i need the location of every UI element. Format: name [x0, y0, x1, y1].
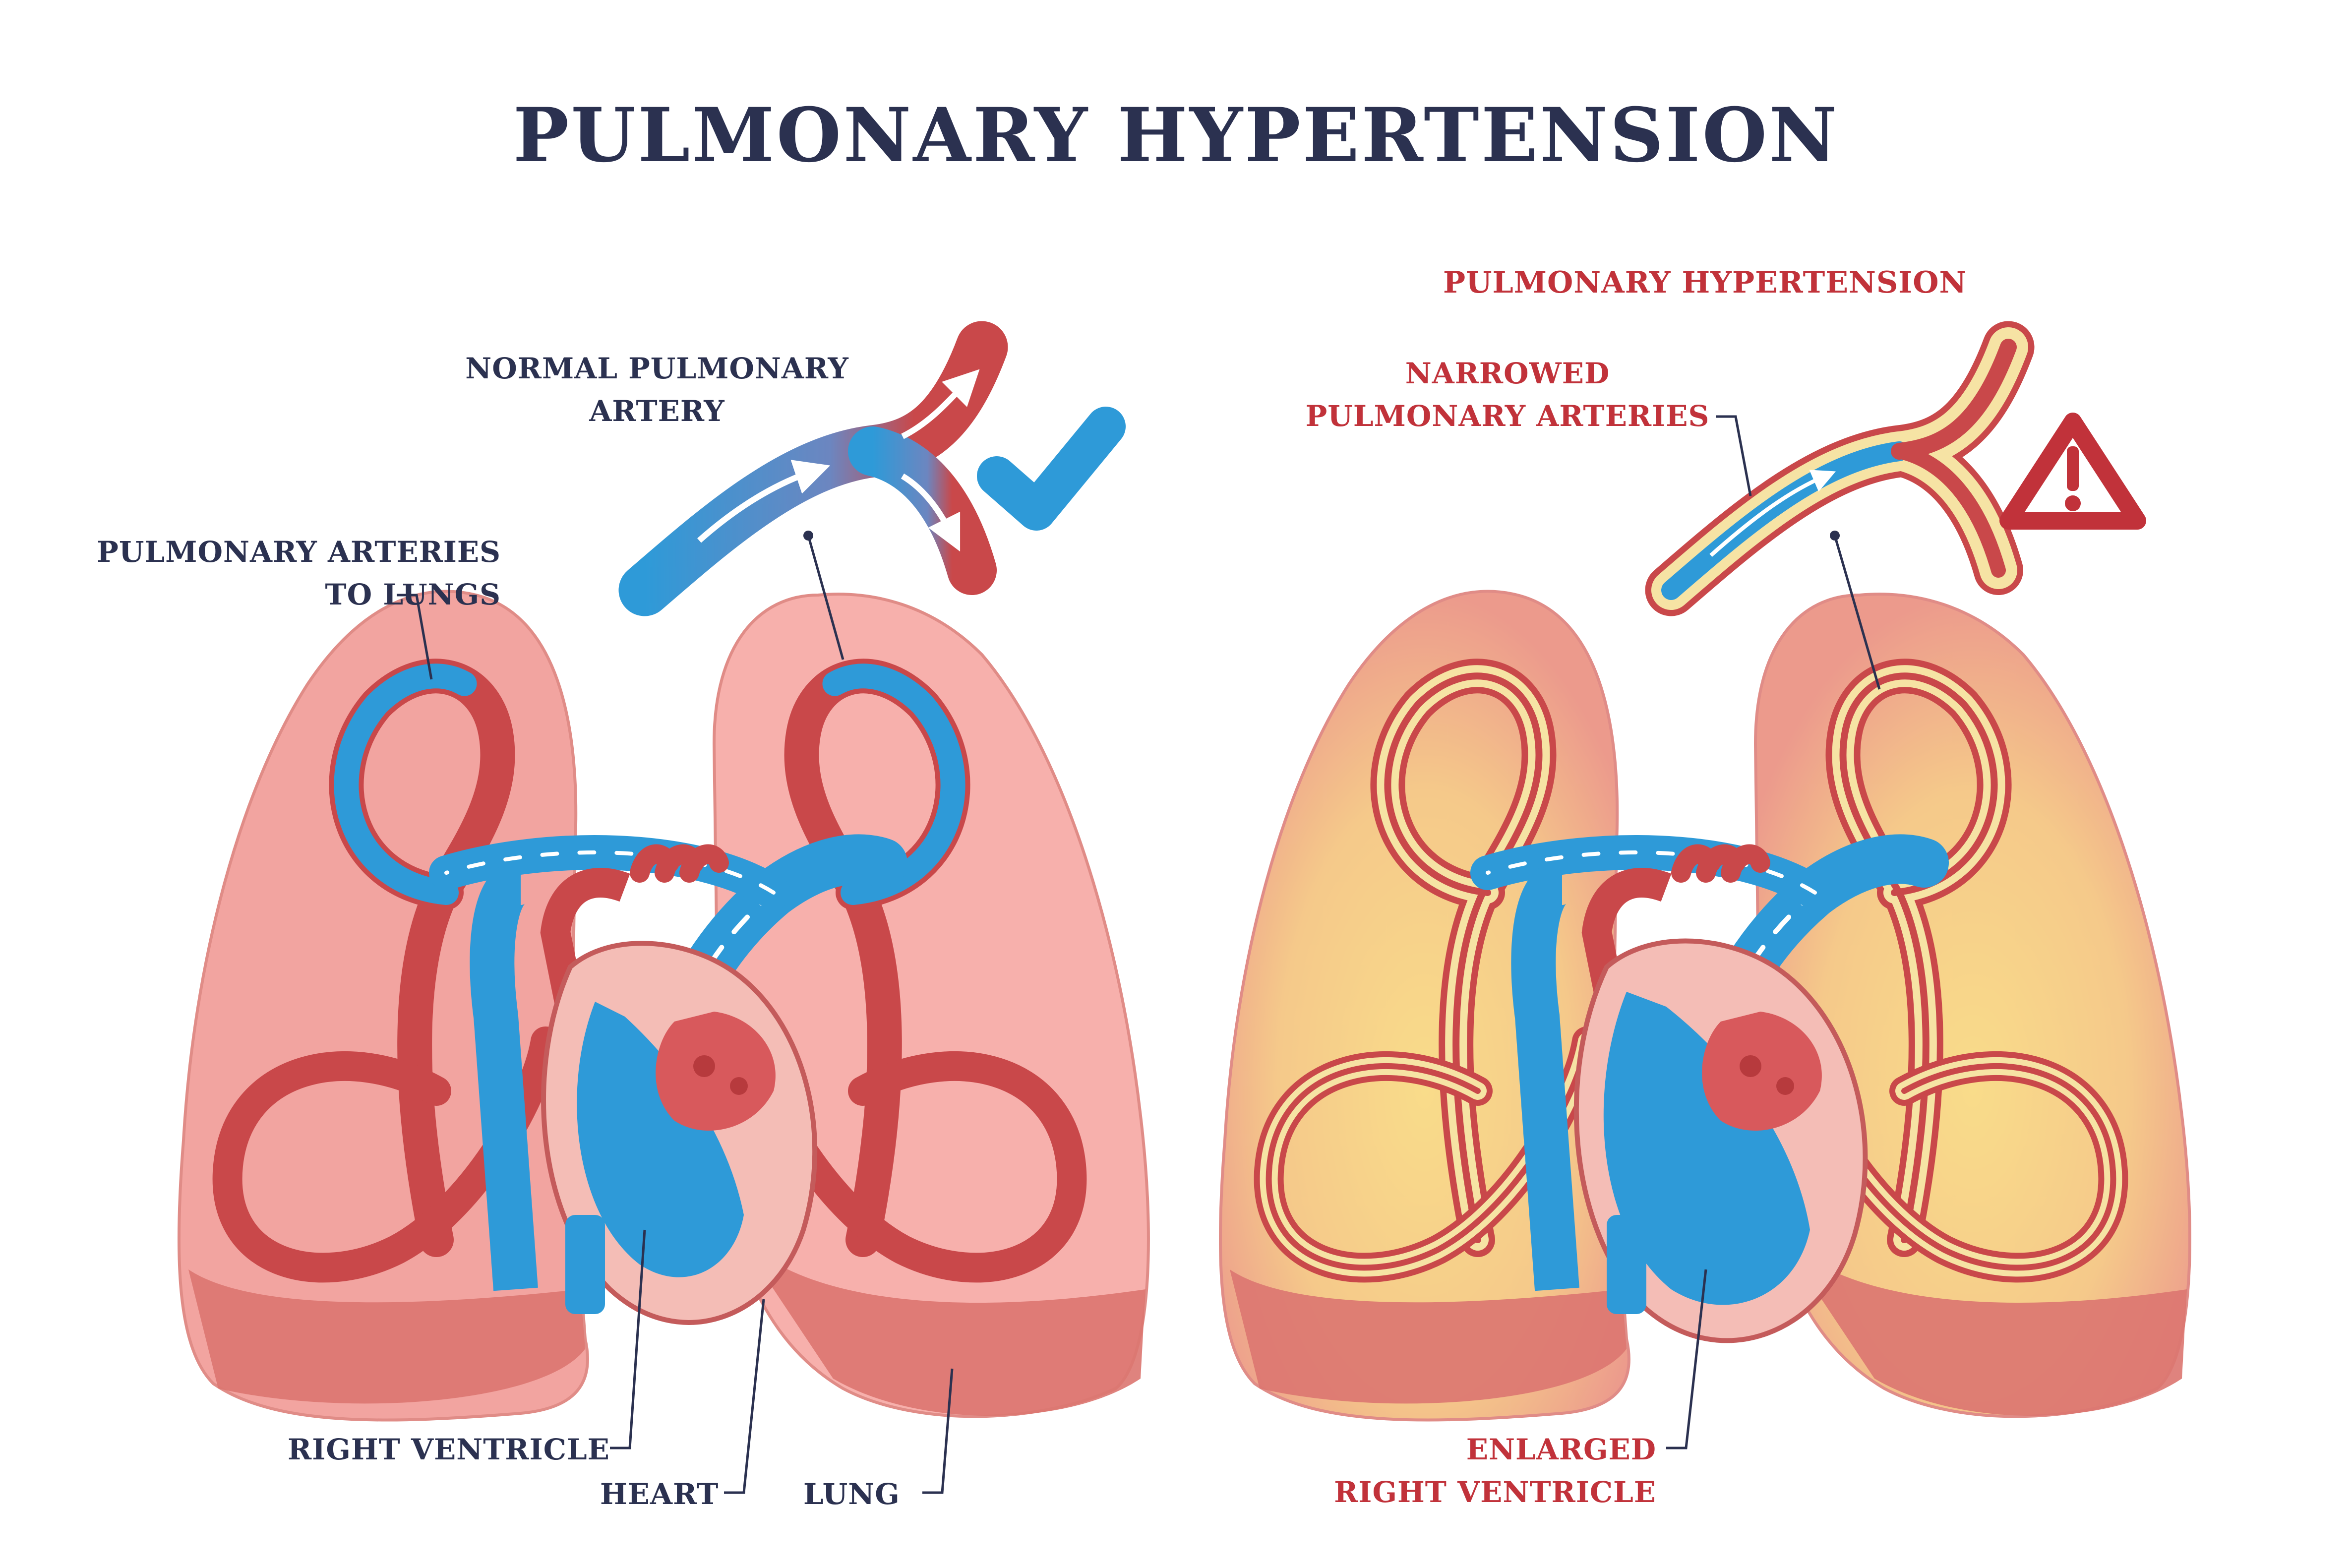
left-heart: [470, 844, 818, 1325]
right-heart: [1511, 844, 1868, 1343]
label-narrowed-pulmonary-arteries: NARROWED PULMONARY ARTERIES: [1305, 357, 1710, 433]
label-pulmonary-hypertension-heading: PULMONARY HYPERTENSION: [1443, 265, 1967, 300]
page-title: PULMONARY HYPERTENSION: [513, 92, 1839, 179]
label-pulmonary-arteries-to-lungs: PULMONARY ARTERIES TO LUNGS: [97, 535, 501, 611]
checkmark-icon: [977, 407, 1126, 531]
label-lung: LUNG: [803, 1477, 900, 1511]
left-leader-lines: [397, 594, 954, 1494]
normal-pulmonary-artery: [618, 321, 1008, 660]
label-normal-pulmonary-artery: NORMAL PULMONARY ARTERY: [465, 352, 849, 428]
right-leader-lines: [1666, 415, 1752, 1449]
label-heart: HEART: [600, 1477, 719, 1511]
narrowed-pulmonary-artery: [1645, 321, 2035, 690]
warning-icon: [1999, 413, 2146, 530]
label-right-ventricle: RIGHT VENTRICLE: [288, 1433, 610, 1466]
label-enlarged-right-ventricle: ENLARGED RIGHT VENTRICLE: [1334, 1433, 1656, 1509]
